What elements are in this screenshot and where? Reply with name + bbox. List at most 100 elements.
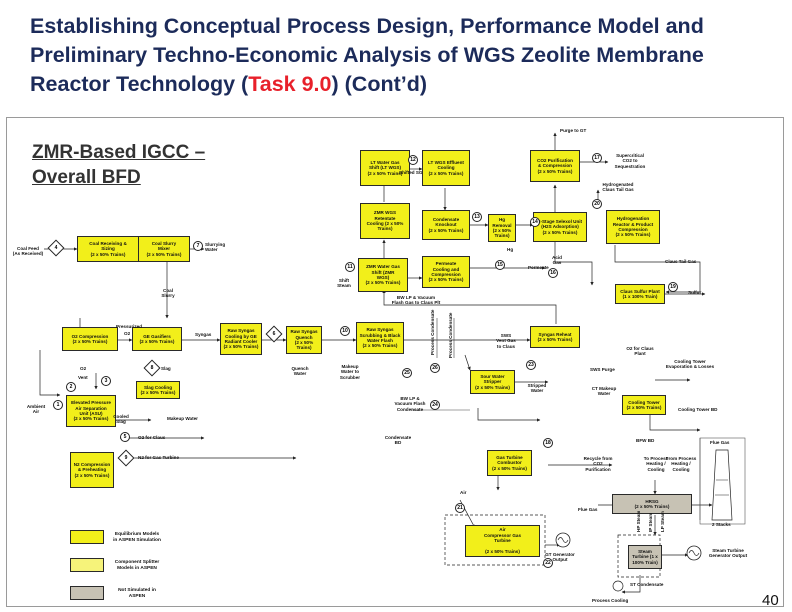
label-o2-claus-plant: O2 for Claus Plant [626, 346, 654, 357]
stream-19: 19 [668, 282, 678, 292]
stream-8-text: 8 [150, 365, 154, 371]
box-steam-turbine: Steam Turbine (1 x 100% Train) [628, 545, 662, 569]
label-slag: Slag [161, 366, 171, 371]
label-o2-a: O2 [124, 331, 131, 336]
box-asu: Elevated Pressure Air Separation Unit (A… [66, 395, 116, 427]
stream-26: 26 [430, 363, 440, 373]
box-zmr-shift: ZMR Water Gas Shift (ZMR WGS) (2 x 50% T… [358, 258, 408, 292]
label-air: Air [460, 490, 467, 495]
stack-border [699, 437, 746, 525]
box-slag-cooling: Slag Cooling (2 x 50% Trains) [136, 381, 180, 399]
box-selexol: 2-Stage Selexol Unit (H2S Adsorption) (2… [533, 212, 587, 242]
label-n2-gt: N2 for Gas Turbine [138, 455, 180, 460]
stream-13: 13 [472, 212, 482, 222]
label-from-process: From Process Heating / Cooling [665, 456, 697, 472]
box-permeate-cooling: Permeate Cooling and Compression (2 x 50… [422, 256, 470, 288]
label-ambient-air: Ambient Air [26, 404, 46, 415]
gt-generator-icon [555, 532, 571, 548]
label-purge: Purge to GT [560, 128, 587, 133]
stream-25: 25 [402, 368, 412, 378]
label-sulfur: Sulfur [688, 290, 702, 295]
label-supercritical-co2: Supercritical CO2 to Sequestration [614, 153, 646, 169]
label-makeup-scrubber: Makeup Water to Scrubber [339, 364, 361, 380]
stream-15: 15 [495, 260, 505, 270]
box-claus: Claus Sulfur Plant (1 x 100% Train) [615, 284, 665, 304]
box-gt-combustor: Gas Turbine Combustor (2 x 50% Trains) [487, 450, 532, 476]
legend-splitter: Component Splitter Models in ASPEN [114, 560, 160, 571]
box-retentate-cooling: ZMR WGS Retentate Cooling (2 x 50% Train… [360, 203, 410, 239]
box-quench: Raw Syngas Quench (2 x 50% Trains) [286, 326, 322, 354]
label-sws-vent: SWS Vent Gas to Claus [496, 333, 516, 349]
label-lp-steam: LP Steam [660, 511, 665, 532]
stream-7: 7 [193, 241, 203, 251]
label-bw-lp: BW LP & Vacuum Flash Gas to Claus Plt [391, 295, 441, 306]
box-cooling-tower: Cooling Tower (2 x 50% Trains) [622, 395, 666, 415]
label-pressurized: Pressurized [116, 324, 143, 329]
label-gt-generator: GT Generator Output [545, 552, 575, 563]
pump-icon [612, 580, 624, 592]
label-permeate: Permeate [528, 265, 549, 270]
label-2-stacks: 2 Stacks [712, 522, 731, 527]
stream-4-text: 4 [54, 245, 58, 251]
label-claus-tail-gas: Claus Tail Gas [665, 259, 697, 264]
box-sour-water: Sour Water Stripper (2 x 50% Trains) [470, 370, 515, 394]
box-hg-removal: Hg Removal (2 x 50% Trains) [488, 214, 516, 242]
label-flue-gas-stack: Flue Gas [710, 440, 730, 445]
label-process-condensate-2: Process Condensate [448, 312, 453, 358]
gt-dashed-border [444, 514, 546, 566]
label-shift-steam: Shift Steam [337, 278, 351, 289]
stream-11: 11 [345, 262, 355, 272]
box-co2-purification: CO2 Purification & Compression (2 x 50% … [530, 150, 580, 182]
legend-not-simulated: Not Simulated in ASPEN [118, 588, 156, 599]
stream-2: 2 [66, 382, 76, 392]
label-syngas: Syngas [195, 332, 212, 337]
page-number: 40 [762, 592, 779, 609]
stream-22: 22 [543, 558, 553, 568]
stream-12: 12 [408, 155, 418, 165]
diagram-title: ZMR-Based IGCC – Overall BFD [32, 142, 206, 188]
label-ct-evaporation: Cooling Tower Evaporation & Losses [665, 359, 715, 370]
label-stripped-water: Stripped Water [527, 383, 547, 394]
box-hrsg: HRSG (2 x 50% Trains) [612, 494, 692, 514]
legend-swatch-not-simulated [70, 586, 104, 600]
box-lt-shift: LT Water Gas Shift (LT WGS) (2 x 50% Tra… [360, 150, 410, 186]
label-to-process: To Process Heating / Cooling [643, 456, 669, 472]
title-text-2: ) (Cont’d) [331, 72, 428, 96]
box-condensate-knockout: Condensate Knockout (2 x 50% Trains) [422, 210, 470, 240]
box-hydrogenation: Hydrogenation Reactor & Product Compress… [606, 210, 660, 244]
label-ip-steam: IP Steam [648, 512, 653, 532]
title-task: Task 9.0 [248, 72, 332, 96]
label-coal-slurry: Coal Slurry [161, 288, 175, 299]
label-ct-bd: Cooling Tower BD [678, 407, 718, 412]
stream-18: 18 [543, 438, 553, 448]
label-sws-purge: SWS Purge [590, 367, 615, 372]
box-coal-slurry: Coal Slurry Mixer (2 x 50% Trains) [138, 236, 190, 262]
label-slurrying-water: Slurrying Water [205, 242, 226, 253]
stream-3: 3 [101, 376, 111, 386]
box-o2-compression: O2 Compression (2 x 50% Trains) [62, 327, 118, 351]
stack-icon [711, 449, 733, 521]
label-condensate-bd: Condensate BD [384, 435, 412, 446]
label-st-condensate: ST Condensate [630, 582, 664, 587]
box-syngas-reheat: Syngas Reheat (2 x 50% Trains) [530, 326, 580, 348]
stream-6-text: 6 [272, 331, 276, 337]
label-o2-b: O2 [80, 366, 87, 371]
label-bw-lp-condensate: BW LP & Vacuum Flash Condensate [394, 396, 426, 412]
slide-title: Establishing Conceptual Process Design, … [30, 12, 770, 99]
stream-16: 16 [548, 268, 558, 278]
box-gas-turbine: Air Compressor Gas Turbine (2 x 50% Trai… [465, 525, 540, 557]
label-recycle: Recycle from CO2 Purification [583, 456, 613, 472]
diagram-frame [6, 117, 784, 607]
label-shifted-sg: Shifted SG [399, 170, 423, 175]
box-n2-compression: N2 Compression & Preheating (2 x 50% Tra… [70, 452, 114, 488]
box-coal-receiving: Coal Receiving & Sizing (2 x 50% Trains) [77, 236, 139, 262]
label-makeup-water: Makeup Water [167, 416, 198, 421]
stream-5: 5 [120, 432, 130, 442]
label-vent: Vent [78, 375, 88, 380]
label-bfw-bd: BFW BD [636, 438, 655, 443]
legend-equilibrium: Equilibrium Models in ASPEN Simulation [113, 532, 161, 543]
st-generator-icon [686, 545, 702, 561]
stream-1: 1 [53, 400, 63, 410]
box-effluent-cooling: LT WGS Effluent Cooling (2 x 50% Trains) [422, 150, 470, 186]
stream-20: 20 [592, 199, 602, 209]
